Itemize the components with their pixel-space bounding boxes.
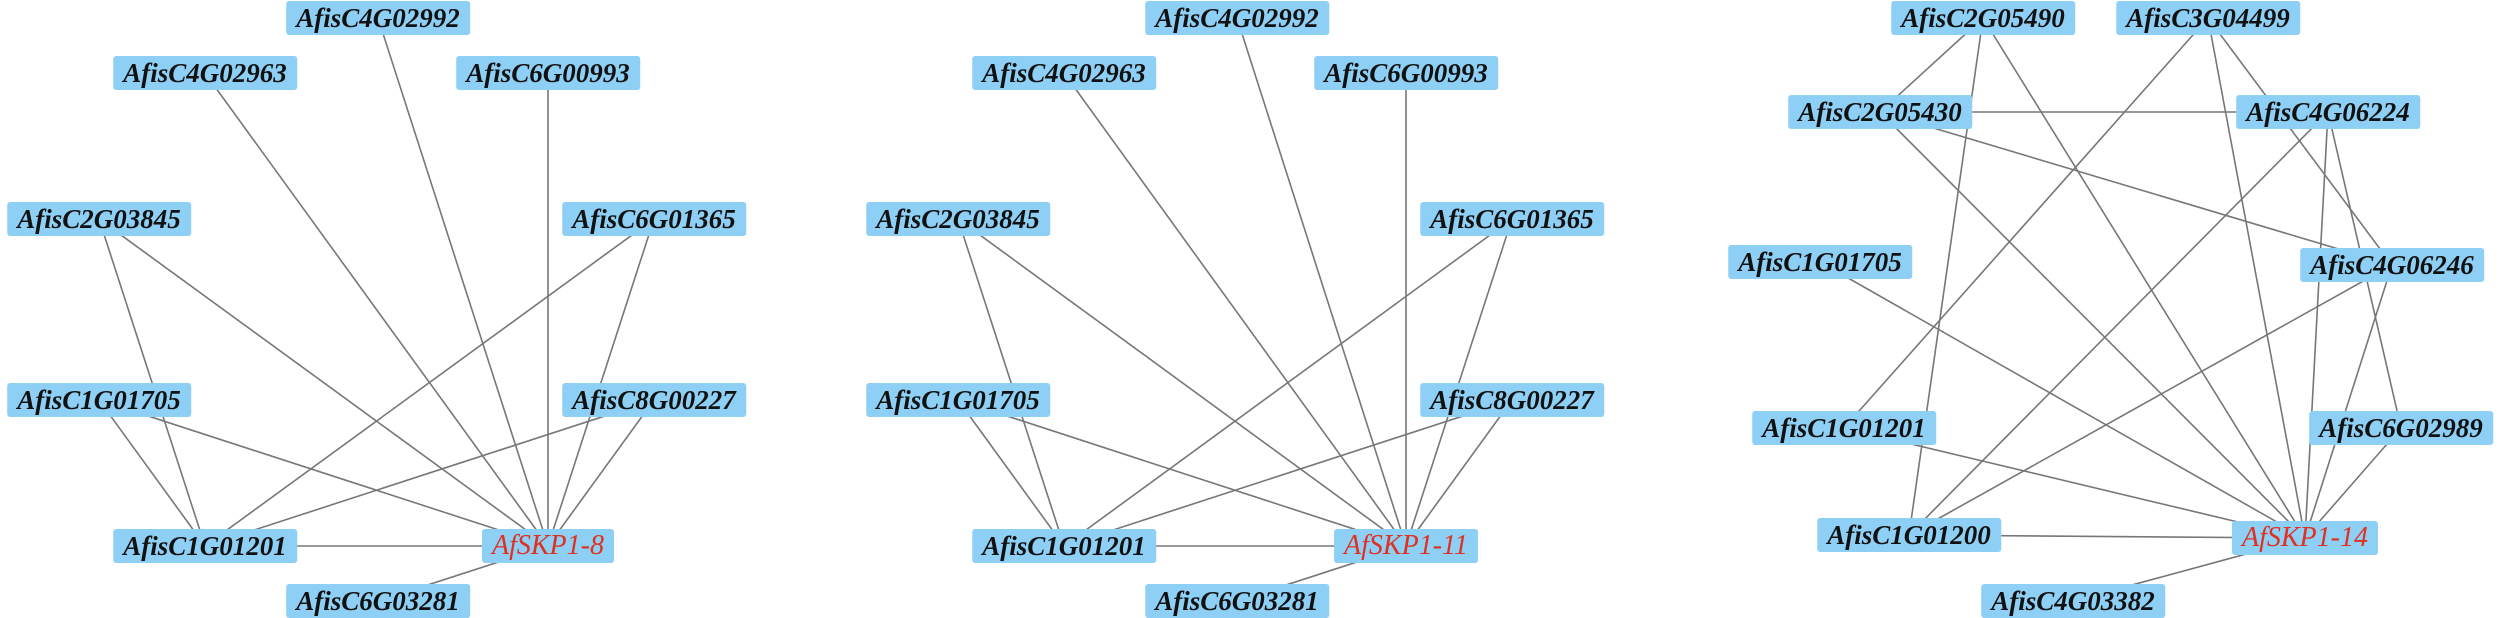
gene-node[interactable]: AfisC4G02992 [1145,1,1329,35]
gene-node[interactable]: AfisC2G03845 [866,202,1050,236]
network-1-edges [98,17,655,602]
edge [1063,399,1513,547]
edge [98,399,549,547]
edge [2304,427,2402,539]
edge [204,72,549,547]
gene-node[interactable]: AfisC4G03382 [1981,584,2165,618]
edge [1982,17,2306,539]
edge [2207,17,2306,539]
edge [1843,427,2306,539]
edge [957,399,1065,547]
gene-node[interactable]: AfisC2G03845 [7,202,191,236]
edge [98,218,549,547]
edge [2304,111,2329,539]
hub-node[interactable]: AfSKP1-14 [2232,521,2378,555]
gene-node[interactable]: AfisC6G03281 [1145,584,1329,618]
edge [98,218,206,547]
gene-node[interactable]: AfisC1G01705 [1728,245,1912,279]
edge [1908,111,2329,536]
edge [1908,264,2393,536]
gene-node[interactable]: AfisC4G02963 [972,56,1156,90]
edge [957,218,1407,547]
gene-node[interactable]: AfisC6G03281 [286,584,470,618]
edge [2304,264,2393,539]
gene-node[interactable]: AfisC1G01200 [1817,518,2001,552]
hub-node[interactable]: AfSKP1-11 [1334,529,1478,563]
gene-node[interactable]: AfisC2G05430 [1788,95,1972,129]
edge [1063,218,1513,547]
gene-node[interactable]: AfisC8G00227 [562,383,746,417]
edge [377,17,549,547]
edge [1879,111,2393,266]
edge [1843,17,2209,429]
hub-node[interactable]: AfSKP1-8 [482,529,614,563]
edge [1819,261,2306,539]
edge [2207,17,2393,266]
gene-node[interactable]: AfisC4G06224 [2236,95,2420,129]
gene-node[interactable]: AfisC1G01705 [7,383,191,417]
edge [98,399,206,547]
edge [204,399,655,547]
edge [204,218,655,547]
edge [1063,72,1407,547]
edge [547,218,655,547]
gene-node[interactable]: AfisC4G02992 [286,1,470,35]
gene-node[interactable]: AfisC8G00227 [1420,383,1604,417]
gene-node[interactable]: AfisC6G00993 [1314,56,1498,90]
gene-node[interactable]: AfisC6G01365 [1420,202,1604,236]
gene-node[interactable]: AfisC3G04499 [2116,1,2300,35]
gene-node[interactable]: AfisC6G00993 [456,56,640,90]
gene-node[interactable]: AfisC1G01201 [113,529,297,563]
gene-node[interactable]: AfisC2G05490 [1891,1,2075,35]
gene-node[interactable]: AfisC6G01365 [562,202,746,236]
gene-node[interactable]: AfisC1G01201 [1752,411,1936,445]
edge [1236,17,1407,547]
edge [547,399,655,547]
edge [1879,111,2306,539]
gene-node[interactable]: AfisC6G02989 [2309,411,2493,445]
gene-node[interactable]: AfisC4G02963 [113,56,297,90]
edge [957,399,1407,547]
gene-node[interactable]: AfisC1G01705 [866,383,1050,417]
edge [1405,218,1513,547]
edge [957,218,1065,547]
gene-node[interactable]: AfisC1G01201 [972,529,1156,563]
gene-node[interactable]: AfisC4G06246 [2300,248,2484,282]
edge [1405,399,1513,547]
